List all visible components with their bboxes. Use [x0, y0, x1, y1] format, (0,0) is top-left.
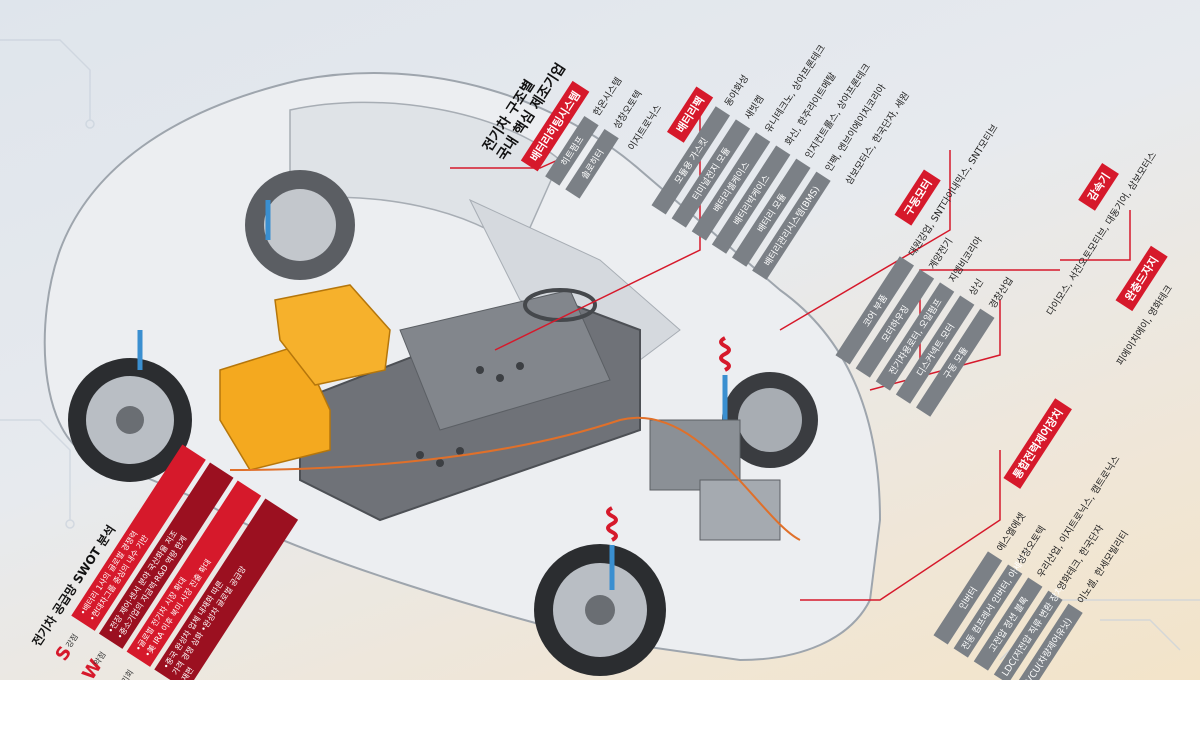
ev-cutaway-illustration — [0, 39, 1200, 676]
swot-word-w: 약점 — [91, 649, 108, 668]
companies-terminal-module: 새빗켐 — [743, 93, 767, 122]
swot-word-s: 강점 — [63, 631, 80, 650]
bottom-white-strip — [0, 680, 1200, 738]
companies-disconnect-motor: 상신 — [967, 277, 987, 298]
steering-wheel — [523, 288, 597, 322]
drive-motor — [649, 419, 741, 491]
battery-pack-upper — [399, 289, 611, 431]
suspension-springs — [606, 336, 731, 542]
spare-wheel — [245, 170, 355, 280]
inverter-unit — [699, 479, 781, 541]
shock-absorbers — [137, 200, 728, 590]
front-left-wheel — [68, 358, 192, 482]
windshield — [468, 198, 681, 361]
rear-right-wheel — [722, 372, 818, 468]
hv-harness — [229, 416, 801, 541]
battery-terminals — [416, 362, 524, 467]
battery-module-orange-right — [274, 284, 391, 386]
rear-left-wheel — [534, 544, 666, 676]
